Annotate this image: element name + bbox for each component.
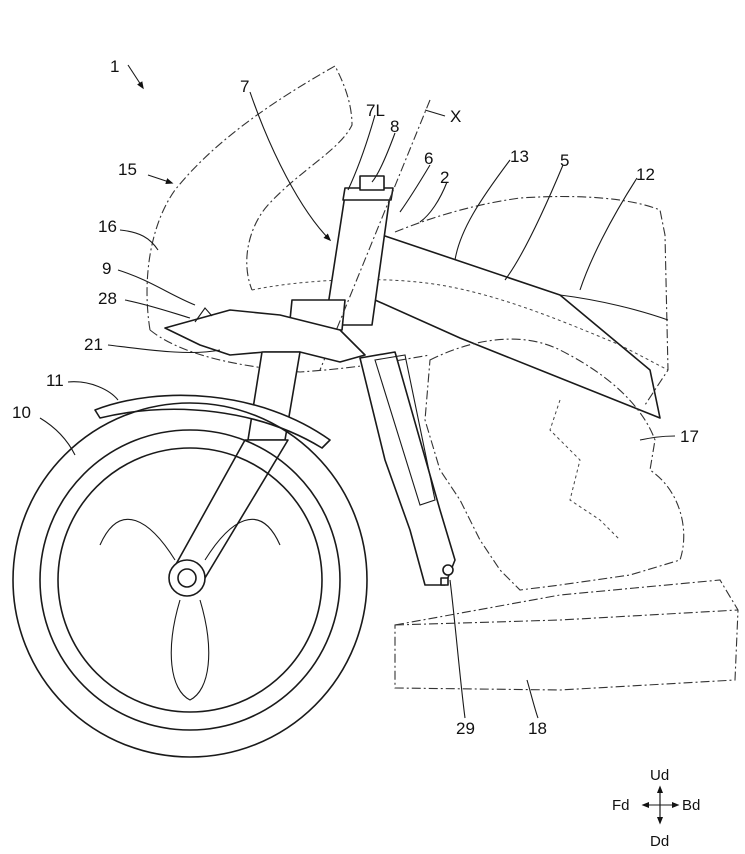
label-2: 2	[440, 168, 449, 187]
engine	[424, 338, 685, 591]
dir-backward: Bd	[682, 797, 700, 814]
tire-inner	[39, 429, 341, 731]
dir-down: Dd	[650, 833, 669, 850]
rim	[57, 447, 323, 713]
label-7L: 7L	[366, 101, 385, 120]
label-17: 17	[680, 427, 699, 446]
label-6: 6	[424, 149, 433, 168]
label-12: 12	[636, 165, 655, 184]
wheel-spoke-top	[99, 518, 281, 561]
leader-lines	[39, 64, 676, 719]
label-21: 21	[84, 335, 103, 354]
under-cowl	[394, 579, 739, 691]
direction-indicator: Ud Dd Fd Bd	[612, 767, 700, 850]
side-stay	[359, 351, 456, 586]
headlight-bracket	[164, 309, 366, 363]
main-frame	[374, 234, 661, 419]
label-X: X	[450, 107, 461, 126]
main-frame-edge	[559, 294, 669, 321]
label-28: 28	[98, 289, 117, 308]
label-13: 13	[510, 147, 529, 166]
tank-line	[251, 279, 669, 371]
bolt-29	[442, 564, 454, 576]
steering-nut	[359, 175, 385, 191]
front-fender	[94, 394, 331, 449]
steering-axis	[319, 99, 431, 371]
fork-lower	[169, 439, 289, 579]
under-cowl-line	[394, 609, 739, 626]
bracket-clip	[194, 307, 213, 323]
label-1: 1	[110, 57, 119, 76]
label-9: 9	[102, 259, 111, 278]
inner-panel	[374, 354, 436, 506]
label-16: 16	[98, 217, 117, 236]
dir-up: Ud	[650, 767, 669, 784]
label-15: 15	[118, 160, 137, 179]
tire-outer	[12, 402, 368, 758]
wheel-spoke-bottom	[170, 599, 210, 701]
label-7: 7	[240, 77, 249, 96]
label-5: 5	[560, 151, 569, 170]
label-10: 10	[12, 403, 31, 422]
label-18: 18	[528, 719, 547, 738]
dir-forward: Fd	[612, 797, 630, 814]
bolt-29b	[440, 577, 449, 586]
label-8: 8	[390, 117, 399, 136]
label-29: 29	[456, 719, 475, 738]
axle	[177, 568, 197, 588]
windscreen	[146, 65, 353, 331]
engine-detail	[549, 399, 621, 541]
upper-frame-cover	[394, 195, 669, 406]
label-11: 11	[46, 371, 64, 390]
